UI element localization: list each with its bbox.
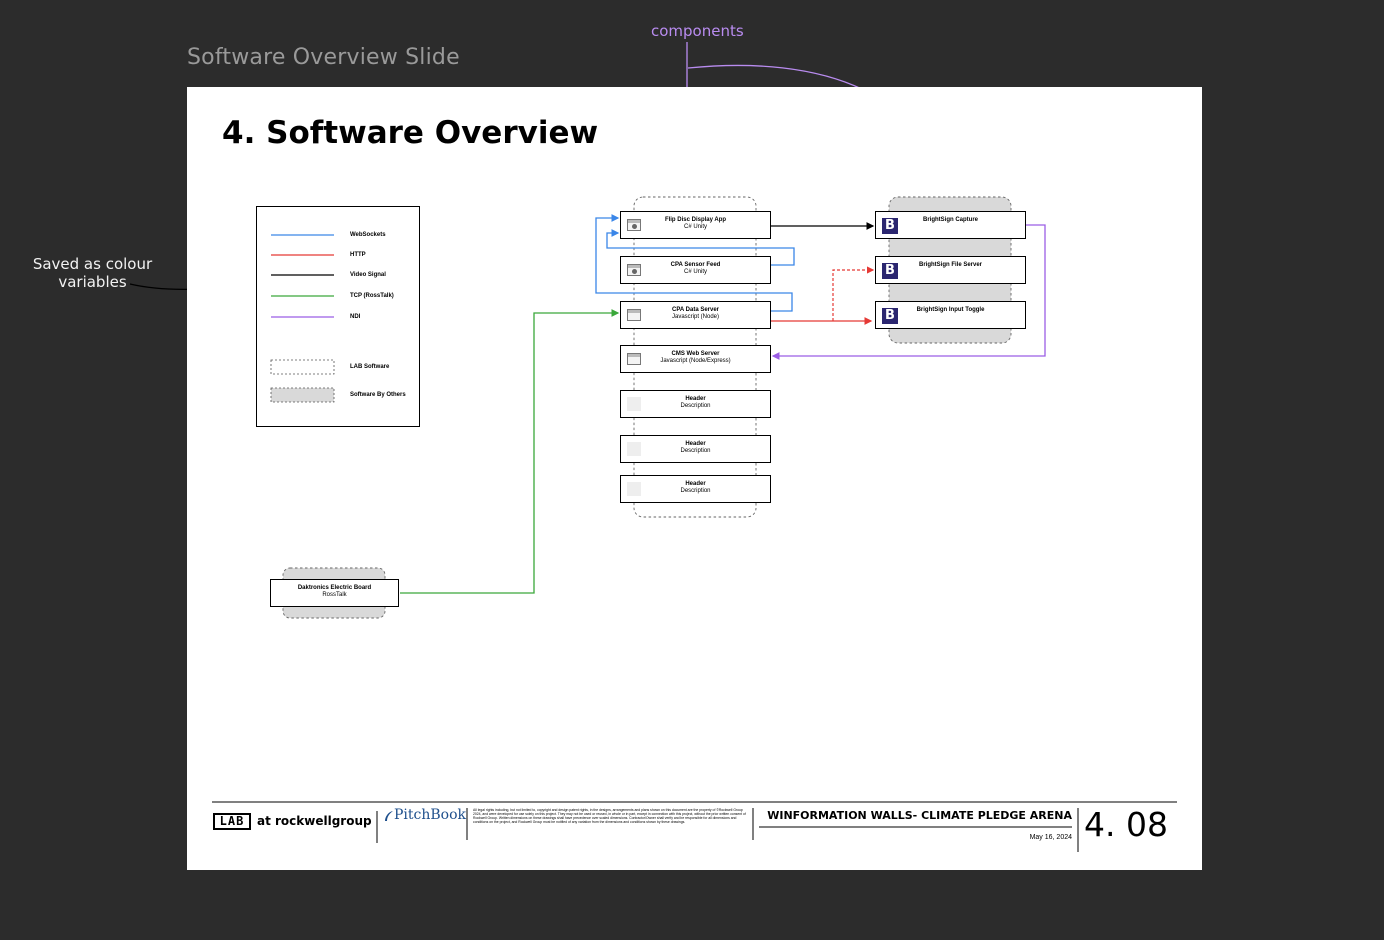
slide-title: 4. Software Overview: [222, 115, 599, 151]
rockwellgroup-wordmark: at rockwellgroup: [257, 814, 372, 828]
lab-logo: LAB: [213, 813, 251, 830]
legend-box: [256, 206, 420, 427]
legend-label-software-by-others: Software By Others: [350, 392, 406, 398]
component-subtitle: C# Unity: [683, 269, 707, 275]
brightsign-icon: B: [882, 308, 898, 324]
component-title: Flip Disc Display App: [664, 217, 727, 223]
app-window-icon: [627, 309, 641, 321]
component-subtitle: Description: [680, 488, 711, 494]
page-number: 4. 08: [1084, 805, 1168, 844]
conn-http-data-to-fileserver: [832, 266, 875, 321]
brightsign-icon: B: [882, 218, 898, 234]
project-name: WINFORMATION WALLS- CLIMATE PLEDGE ARENA: [767, 809, 1072, 822]
conn-ws-sensor-to-flipdisc: [606, 229, 795, 266]
component-subtitle: Description: [680, 448, 711, 454]
component-flip-disc-display-app[interactable]: Flip Disc Display App C# Unity: [620, 211, 771, 239]
component-title: CPA Data Server: [671, 307, 720, 313]
component-title: BrightSign Input Toggle: [916, 307, 985, 313]
component-brightsign-capture[interactable]: B BrightSign Capture: [875, 211, 1026, 239]
brightsign-icon: B: [882, 263, 898, 279]
component-title: Header: [685, 481, 706, 487]
component-subtitle: Description: [680, 403, 711, 409]
legend-box-others: [270, 387, 335, 403]
colour-variables-annotation: Saved as colour variables: [32, 255, 153, 291]
component-title: CPA Sensor Feed: [670, 262, 721, 268]
component-subtitle: Javascript (Node/Express): [660, 358, 731, 364]
legend-label-video: Video Signal: [350, 272, 386, 278]
component-title: BrightSign Capture: [923, 217, 978, 223]
pitchbook-logo: PitchBook: [394, 807, 467, 823]
component-brightsign-file-server[interactable]: B BrightSign File Server: [875, 256, 1026, 284]
legend-label-ndi: NDI: [350, 314, 361, 320]
component-header-2[interactable]: Header Description: [620, 435, 771, 463]
conn-ws-data-to-flipdisc: [595, 214, 793, 312]
component-subtitle: C# Unity: [683, 224, 707, 230]
legend-label-websockets: WebSockets: [350, 232, 386, 238]
component-header-3[interactable]: Header Description: [620, 475, 771, 503]
pitchbook-feather-icon: [384, 809, 394, 821]
legend-box-lab: [270, 359, 335, 375]
component-daktronics-electric-board[interactable]: Daktronics Electric Board RossTalk: [270, 579, 399, 607]
legal-disclaimer: All legal rights including, but not limi…: [473, 808, 746, 824]
frame-label[interactable]: Software Overview Slide: [187, 45, 460, 70]
legend-label-lab-software: LAB Software: [350, 364, 390, 370]
app-window-icon: [627, 264, 641, 276]
app-window-icon: [627, 353, 641, 365]
component-title: BrightSign File Server: [918, 262, 982, 268]
component-cpa-data-server[interactable]: CPA Data Server Javascript (Node): [620, 301, 771, 329]
conn-ndi-capture-to-cms: [771, 224, 1046, 360]
placeholder-icon: [627, 482, 641, 496]
conn-tcp-daktronics-to-data: [400, 309, 620, 594]
component-cpa-sensor-feed[interactable]: CPA Sensor Feed C# Unity: [620, 256, 771, 284]
components-annotation: components: [651, 22, 744, 40]
component-cms-web-server[interactable]: CMS Web Server Javascript (Node/Express): [620, 345, 771, 373]
legend-label-http: HTTP: [350, 252, 366, 258]
component-title: Header: [685, 441, 706, 447]
placeholder-icon: [627, 442, 641, 456]
app-window-icon: [627, 219, 641, 231]
legend-swatches: [270, 234, 335, 403]
component-title: CMS Web Server: [671, 351, 720, 357]
component-title: Header: [685, 396, 706, 402]
legend-label-tcp: TCP (RossTalk): [350, 293, 394, 299]
slide-date: May 16, 2024: [1029, 834, 1072, 841]
placeholder-icon: [627, 397, 641, 411]
component-title: Daktronics Electric Board: [297, 585, 372, 591]
component-subtitle: RossTalk: [322, 592, 347, 598]
component-brightsign-input-toggle[interactable]: B BrightSign Input Toggle: [875, 301, 1026, 329]
component-subtitle: Javascript (Node): [671, 314, 719, 320]
component-header-1[interactable]: Header Description: [620, 390, 771, 418]
